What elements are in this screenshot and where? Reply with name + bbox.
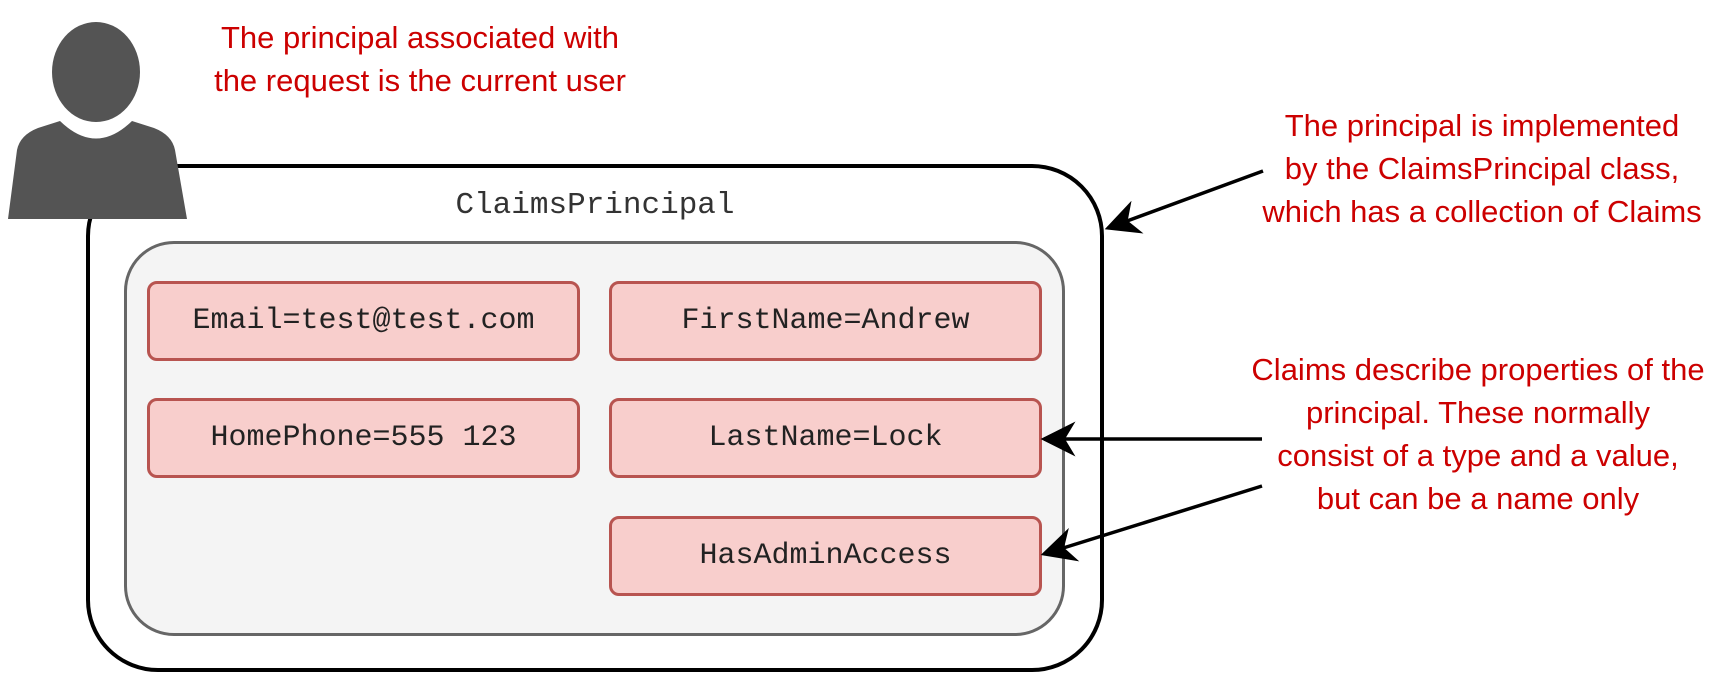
claim-email: Email=test@test.com xyxy=(147,281,580,361)
user-icon-body xyxy=(8,121,187,219)
user-annotation: The principal associated with the reques… xyxy=(190,16,650,102)
claims-annotation-line: principal. These normally xyxy=(1305,395,1651,430)
claim-home-phone: HomePhone=555 123 xyxy=(147,398,580,478)
principal-annotation-line: The principal is implemented xyxy=(1284,108,1680,143)
principal-annotation-line: by the ClaimsPrincipal class, xyxy=(1284,151,1680,186)
claims-annotation-line: but can be a name only xyxy=(1316,481,1640,516)
claim-has-admin-access: HasAdminAccess xyxy=(609,516,1042,596)
user-annotation-line: The principal associated with xyxy=(220,20,620,55)
principal-annotation: The principal is implemented by the Clai… xyxy=(1232,104,1732,233)
claims-annotation-line: Claims describe properties of the xyxy=(1251,352,1705,387)
user-icon-head xyxy=(52,22,140,122)
principal-annotation-line: which has a collection of Claims xyxy=(1262,194,1702,229)
user-annotation-line: the request is the current user xyxy=(214,63,626,98)
user-silhouette-icon xyxy=(8,22,187,219)
claim-last-name: LastName=Lock xyxy=(609,398,1042,478)
claims-annotation: Claims describe properties of the princi… xyxy=(1222,348,1734,520)
claims-annotation-line: consist of a type and a value, xyxy=(1277,438,1679,473)
claims-principal-label: ClaimsPrincipal xyxy=(455,188,735,223)
claim-first-name: FirstName=Andrew xyxy=(609,281,1042,361)
